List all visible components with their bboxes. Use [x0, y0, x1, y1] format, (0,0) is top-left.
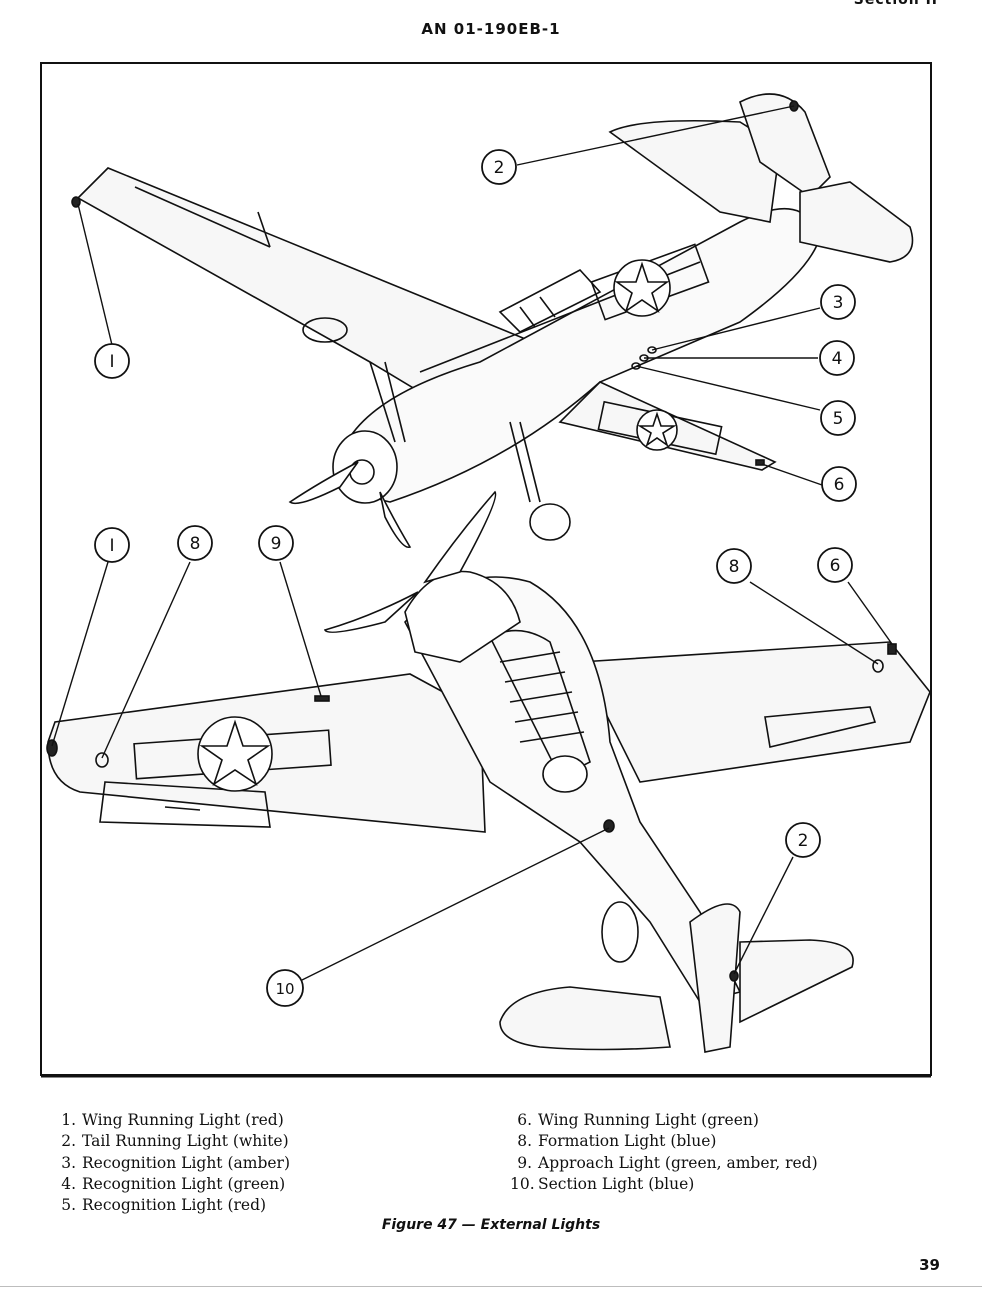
figure-47-illustration: 2 I 3 4 5 6 I 8 [40, 62, 934, 1078]
legend-item: 4.Recognition Light (green) [61, 1174, 286, 1193]
callout-3: 3 [820, 284, 856, 320]
callout-6-bottom: 6 [817, 547, 853, 583]
callout-label: I [109, 536, 114, 556]
legend-item: 2.Tail Running Light (white) [61, 1132, 289, 1151]
callout-8-left: 8 [177, 525, 213, 561]
callout-9: 9 [258, 525, 294, 561]
figure-caption: Figure 47 — External Lights [381, 1217, 601, 1233]
callout-label: 8 [190, 534, 201, 554]
legend-item: 9.Approach Light (green, amber, red) [517, 1153, 818, 1172]
legend-item: 1.Wing Running Light (red) [61, 1111, 284, 1129]
callout-label: 5 [833, 409, 844, 429]
legend-item: 10.Section Light (blue) [510, 1174, 695, 1193]
top-aircraft-drawing [71, 93, 914, 548]
callout-label: 6 [834, 475, 845, 495]
legend-item: 6.Wing Running Light (green) [517, 1111, 759, 1129]
callout-label: I [109, 352, 114, 372]
callout-leaders [51, 105, 893, 981]
legend-right-column: 6.Wing Running Light (green) 8.Formation… [510, 1110, 818, 1195]
section-label: Section II [853, 0, 938, 8]
callout-label: 6 [830, 556, 841, 576]
page-number: 39 [919, 1256, 940, 1274]
callout-label: 3 [833, 293, 844, 313]
callout-10: 10 [266, 969, 304, 1007]
callout-1-top: I [94, 343, 130, 379]
document-number: AN 01-190EB-1 [421, 20, 561, 38]
page-bottom-divider [0, 1286, 982, 1287]
callout-4: 4 [819, 340, 855, 376]
callout-6-top: 6 [821, 466, 857, 502]
callout-label: 8 [729, 557, 740, 577]
callout-2-top: 2 [481, 149, 517, 185]
callout-8-right: 8 [716, 548, 752, 584]
legend-item: 5.Recognition Light (red) [61, 1196, 267, 1215]
legend-left-column: 1.Wing Running Light (red) 2.Tail Runnin… [54, 1110, 290, 1216]
bottom-aircraft-drawing [46, 490, 931, 1053]
callout-5: 5 [820, 400, 856, 436]
callout-label: 2 [494, 158, 505, 178]
callout-label: 2 [798, 831, 809, 851]
legend-item: 3.Recognition Light (amber) [61, 1153, 290, 1172]
callout-label: 10 [275, 980, 294, 998]
callout-1-bottom: I [94, 527, 130, 563]
callout-label: 9 [271, 534, 282, 554]
callout-label: 4 [832, 349, 843, 369]
legend-item: 8.Formation Light (blue) [517, 1132, 717, 1151]
callout-2-bottom: 2 [785, 822, 821, 858]
